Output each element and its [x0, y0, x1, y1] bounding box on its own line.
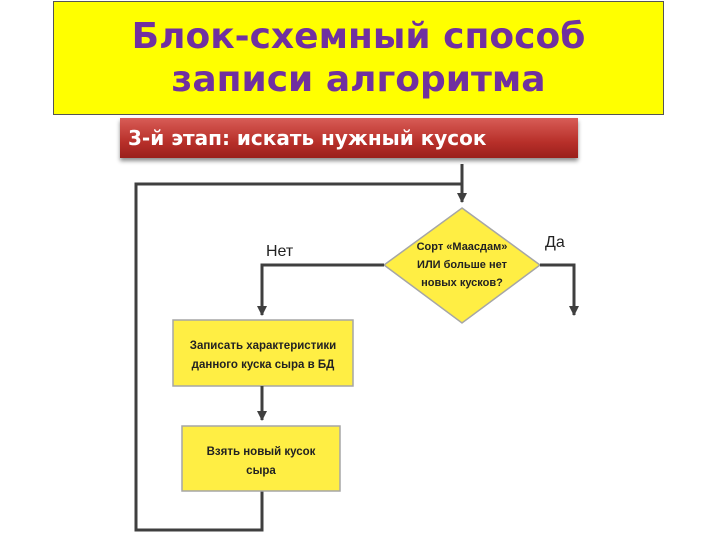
loop-back-connector	[134, 182, 462, 532]
title-banner: Блок-схемный способ записи алгоритма	[53, 1, 664, 115]
process-take-line-1: Взять новый кусок	[207, 446, 316, 458]
no-connector	[257, 263, 384, 316]
yes-connector	[540, 263, 579, 316]
no-label: Нет	[266, 243, 294, 260]
process-box-take-new	[181, 425, 341, 492]
decision-line-2: ИЛИ больше нет	[417, 259, 508, 271]
stage-label: 3-й этап: искать нужный кусок	[128, 126, 487, 150]
process-record-line-1: Записать характеристики	[190, 340, 336, 352]
process-box-record	[172, 319, 354, 387]
stage-banner: 3-й этап: искать нужный кусок	[120, 118, 578, 158]
slide-title: Блок-схемный способ записи алгоритма	[131, 15, 586, 100]
process-take-line-2: сыра	[246, 465, 276, 477]
decision-diamond	[382, 207, 542, 324]
process-record-line-2: данного куска сыра в БД	[192, 359, 335, 371]
decision-line-3: новых кусков?	[421, 277, 503, 289]
yes-label: Да	[545, 234, 565, 251]
decision-line-1: Сорт «Маасдам»	[417, 241, 508, 253]
